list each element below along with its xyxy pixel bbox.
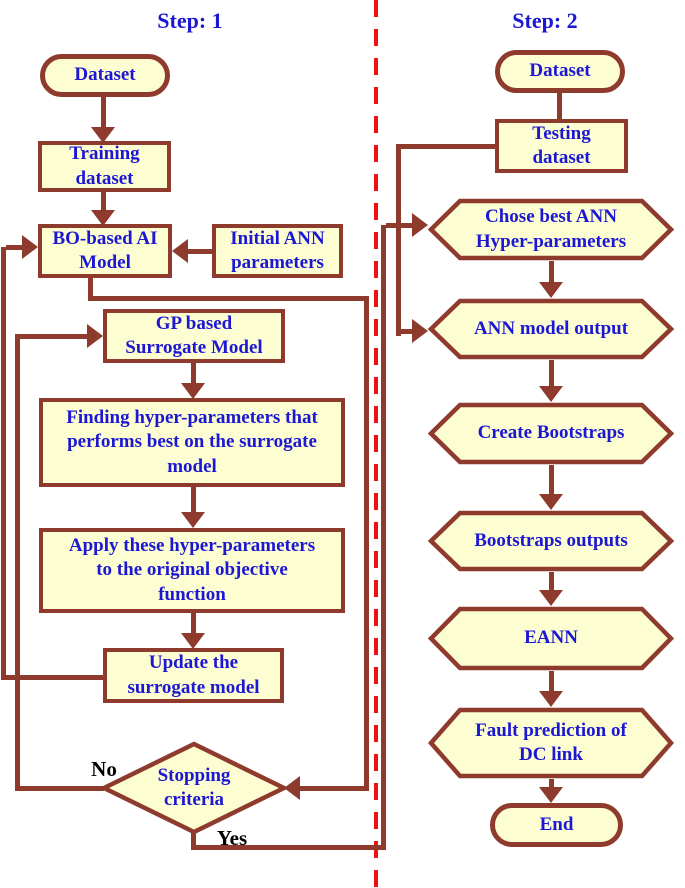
- node-training-dataset: Training dataset: [38, 141, 171, 192]
- eann-hexagon-shape: [428, 606, 674, 671]
- connector-bo-out-down: [88, 278, 93, 301]
- node-finding-hyperparameters: Finding hyper-parameters that performs b…: [39, 398, 345, 487]
- step1-title: Step: 1: [157, 8, 223, 33]
- branch-label-yes: Yes: [216, 826, 248, 850]
- connector-update-into-bo: [6, 245, 26, 250]
- node-update-surrogate-model: Update the surrogate model: [103, 648, 284, 703]
- connector-fault-end: [549, 779, 554, 788]
- node-fault-prediction-label: Fault prediction of DC link: [475, 719, 627, 765]
- stopping-criteria-diamond-shape: [101, 741, 287, 835]
- node-gp-surrogate-model-label: GP based Surrogate Model: [125, 312, 263, 358]
- connector-testing-left: [400, 144, 495, 149]
- arrowhead-into-stopping: [284, 776, 300, 800]
- arrowhead-into-gp: [87, 324, 103, 348]
- connector-dataset-training: [101, 97, 106, 130]
- connector-yes-down: [191, 830, 196, 847]
- node-bootstraps-outputs: Bootstraps outputs: [428, 510, 674, 572]
- arrowhead-gp-finding: [181, 383, 205, 399]
- node-create-bootstraps: Create Bootstraps: [428, 402, 674, 465]
- node-end: End: [490, 803, 623, 847]
- branch-label-no: No: [91, 757, 117, 781]
- connector-training-bo: [101, 192, 106, 211]
- arrowhead-testing-into-ann: [412, 319, 428, 343]
- connector-into-stopping: [300, 786, 369, 791]
- node-testing-dataset-label: Testing dataset: [532, 122, 591, 168]
- connector-bo-out-vertical: [364, 296, 369, 791]
- arrowhead-ann-create: [539, 386, 563, 402]
- connector-apply-update: [191, 613, 196, 635]
- arrowhead-training-bo: [91, 210, 115, 226]
- connector-gp-finding: [191, 363, 196, 385]
- connector-update-left: [3, 675, 103, 680]
- arrowhead-yes-into-chose: [412, 213, 428, 237]
- arrowhead-fault-end: [539, 787, 563, 803]
- node-initial-ann-parameters-label: Initial ANN parameters: [230, 227, 325, 273]
- arrowhead-chose-ann: [539, 282, 563, 298]
- connector-ann-create: [549, 360, 554, 387]
- arrowhead-update-into-bo: [22, 235, 38, 259]
- node-eann: EANN: [428, 606, 674, 671]
- node-gp-surrogate-model: GP based Surrogate Model: [103, 309, 285, 363]
- node-create-bootstraps-label: Create Bootstraps: [477, 422, 625, 444]
- node-dataset-step2: Dataset: [495, 50, 625, 93]
- node-ann-model-output-label: ANN model output: [473, 317, 629, 339]
- node-ann-model-output: ANN model output: [428, 298, 674, 360]
- connector-bo-out-across: [88, 296, 369, 301]
- node-testing-dataset: Testing dataset: [495, 119, 628, 173]
- node-fault-prediction: Fault prediction of DC link: [428, 707, 674, 779]
- bootstraps-outputs-hexagon-shape: [428, 510, 674, 572]
- arrowhead-initial-bo: [172, 239, 188, 263]
- connector-into-gp: [15, 334, 89, 339]
- arrowhead-apply-update: [181, 633, 205, 649]
- node-dataset-step1-label: Dataset: [74, 64, 136, 86]
- node-apply-hyperparameters: Apply these hyper-parameters to the orig…: [39, 528, 345, 613]
- connector-testing-vertical: [396, 144, 401, 336]
- arrowhead-eann-fault: [539, 691, 563, 707]
- arrowhead-create-bootout: [539, 494, 563, 510]
- connector-yes-vertical: [381, 225, 386, 850]
- step2-title: Step: 2: [512, 8, 578, 33]
- node-apply-hyperparameters-label: Apply these hyper-parameters to the orig…: [68, 535, 316, 605]
- connector-create-bootout: [549, 465, 554, 495]
- chose-best-ann-hexagon-shape: [428, 198, 674, 261]
- connector-eann-fault: [549, 671, 554, 692]
- step-divider-dashed-line: [374, 0, 378, 888]
- node-bootstraps-outputs-label: Bootstraps outputs: [474, 529, 628, 551]
- node-dataset-step2-label: Dataset: [529, 60, 591, 82]
- fault-prediction-hexagon-shape: [428, 707, 674, 779]
- connector-no-branch-horizontal: [15, 786, 104, 791]
- create-bootstraps-hexagon-shape: [428, 402, 674, 465]
- node-training-dataset-label: Training dataset: [69, 143, 140, 189]
- connector-yes-across: [191, 845, 386, 850]
- node-chose-best-ann-label: Chose best ANN Hyper-parameters: [475, 206, 627, 252]
- node-update-surrogate-model-label: Update the surrogate model: [127, 652, 260, 698]
- node-initial-ann-parameters: Initial ANN parameters: [212, 224, 343, 278]
- node-stopping-criteria: Stopping criteria: [101, 741, 287, 835]
- node-bo-based-ai-model: BO-based AI Model: [38, 224, 172, 278]
- arrowhead-finding-apply: [181, 512, 205, 528]
- arrowhead-dataset-training: [91, 127, 115, 143]
- node-eann-label: EANN: [524, 627, 578, 649]
- connector-testing-into-ann: [401, 329, 412, 334]
- node-finding-hyperparameters-label: Finding hyper-parameters that performs b…: [66, 407, 318, 477]
- connector-update-vertical: [1, 247, 6, 680]
- node-bo-based-ai-model-label: BO-based AI Model: [52, 227, 158, 273]
- connector-dataset2-testing: [557, 93, 562, 119]
- node-dataset-step1: Dataset: [40, 54, 170, 97]
- connector-no-branch-vertical: [15, 334, 20, 791]
- node-chose-best-ann: Chose best ANN Hyper-parameters: [428, 198, 674, 261]
- connector-bootout-eann: [549, 572, 554, 591]
- arrowhead-bootout-eann: [539, 590, 563, 606]
- connector-initial-bo: [188, 249, 212, 254]
- connector-chose-ann: [549, 261, 554, 283]
- connector-finding-apply: [191, 487, 196, 514]
- node-stopping-criteria-label: Stopping criteria: [157, 764, 231, 810]
- node-end-label: End: [539, 813, 574, 835]
- ann-model-output-hexagon-shape: [428, 298, 674, 360]
